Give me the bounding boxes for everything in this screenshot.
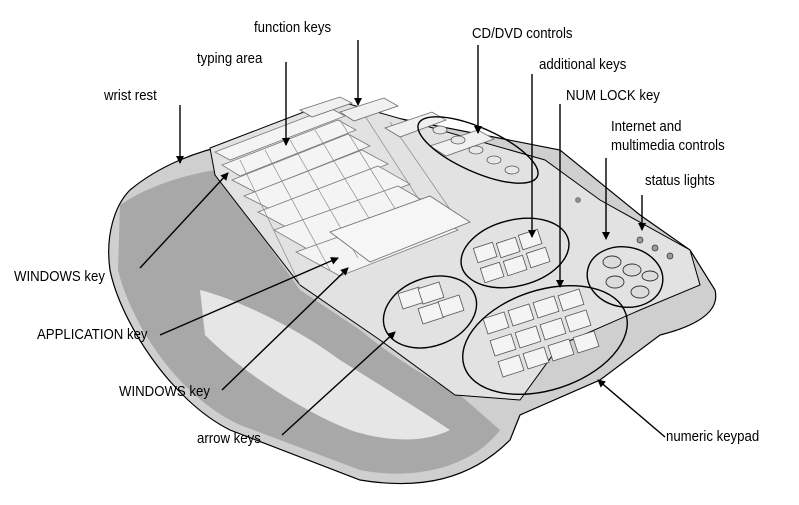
label-status-lights: status lights	[645, 172, 715, 189]
status-lights	[636, 236, 674, 260]
label-windows-key-2: WINDOWS key	[119, 383, 210, 400]
wrist-rest	[118, 170, 500, 474]
numeric-keypad-keys	[482, 288, 600, 378]
label-function-keys: function keys	[254, 19, 332, 36]
label-cd-dvd-controls: CD/DVD controls	[472, 25, 573, 42]
label-typing-area: typing area	[197, 50, 263, 67]
typing-area-keys	[214, 107, 459, 277]
logo-mark	[575, 197, 581, 203]
arrow-numeric-keypad	[597, 379, 666, 438]
arrow-windows-key-1	[139, 172, 229, 269]
ellipse-arrow-keys	[382, 275, 478, 349]
label-windows-key-1: WINDOWS key	[14, 268, 105, 285]
multimedia-buttons	[602, 255, 659, 299]
label-arrow-keys: arrow keys	[197, 430, 261, 447]
arrow-application-key	[159, 257, 339, 336]
label-internet-multimedia-line1: Internet and	[611, 118, 682, 135]
arrow-arrow-keys	[281, 331, 396, 436]
label-numeric-keypad: numeric keypad	[666, 428, 760, 445]
arrow-windows-key-2	[221, 267, 349, 391]
additional-key-cluster	[472, 228, 551, 284]
highlight-ellipses	[382, 116, 664, 396]
spacebar	[329, 195, 471, 263]
ellipse-numeric-keypad	[461, 284, 629, 396]
label-internet-multimedia-line2: multimedia controls	[611, 137, 725, 154]
cd-dvd-buttons	[432, 125, 520, 175]
arrow-key-cluster	[397, 281, 465, 325]
leader-arrows	[139, 40, 666, 438]
ellipse-cd-dvd	[417, 116, 539, 184]
label-additional-keys: additional keys	[539, 56, 627, 73]
label-wrist-rest: wrist rest	[104, 87, 157, 104]
label-application-key: APPLICATION key	[37, 326, 148, 343]
ellipse-additional-keys	[460, 217, 570, 289]
label-num-lock-key: NUM LOCK key	[566, 87, 660, 104]
wrist-rest-highlight	[200, 290, 450, 440]
ellipse-multimedia	[586, 246, 664, 308]
function-key-row	[299, 96, 495, 157]
